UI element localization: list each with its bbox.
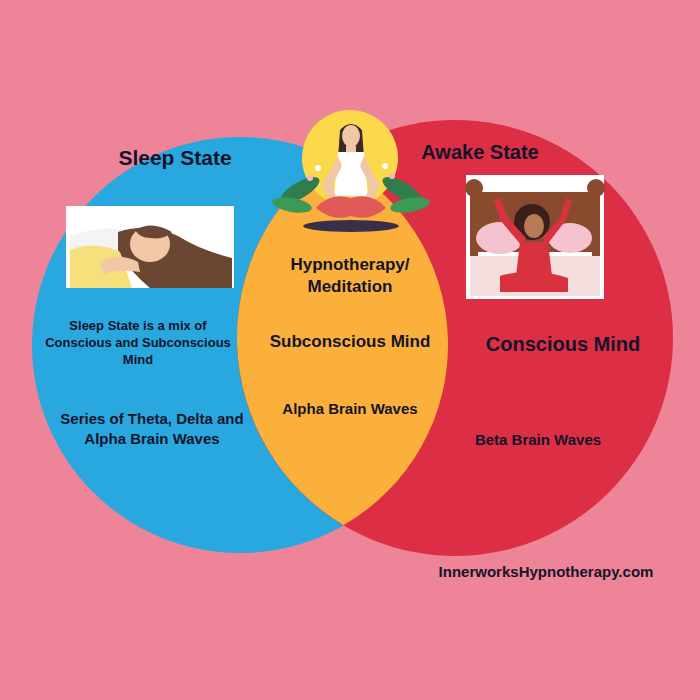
brainwave-label: Alpha Brain Waves (265, 399, 435, 419)
practice-label: Hypnotherapy/ Meditation (275, 254, 425, 298)
shape-fill (32, 137, 448, 553)
region-label: Conscious Mind (468, 331, 658, 357)
website-watermark: InnerworksHypnotherapy.com (416, 562, 676, 582)
shape-fill (237, 158, 448, 525)
meditation-figure (271, 110, 431, 232)
brainwave-label: Beta Brain Waves (448, 430, 628, 450)
region-heading: Sleep State (75, 144, 275, 171)
brainwave-label: Series of Theta, Delta and Alpha Brain W… (52, 409, 252, 448)
region-note: Sleep State is a mix of Conscious and Su… (40, 318, 236, 369)
region-heading: Awake State (400, 139, 560, 165)
sleeping-figure (66, 206, 234, 288)
region-label: Subconscious Mind (255, 331, 445, 353)
awake-figure (465, 175, 605, 299)
shape-fill (237, 120, 673, 556)
